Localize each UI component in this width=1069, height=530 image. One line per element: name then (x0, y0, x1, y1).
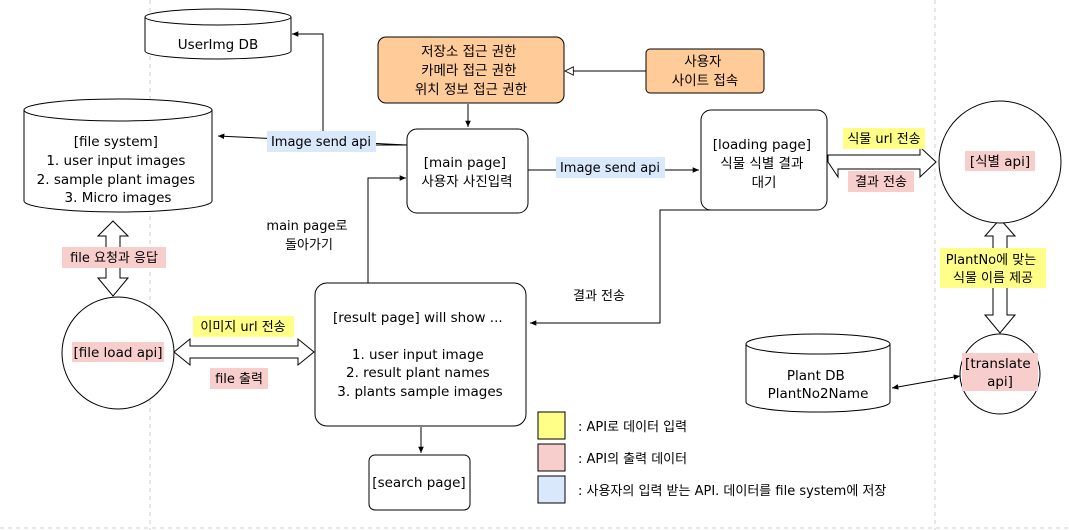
result-page-item: 2. result plant names (346, 365, 490, 381)
permission-location: 위치 정보 접근 권한 (415, 82, 527, 98)
legend-text: : 사용자의 입력 받는 API. 데이터를 file system에 저장 (578, 484, 886, 499)
svg-text:[main page] 사용자 사진입력: [main page] 사용자 사진입력 (421, 155, 512, 190)
file-system-title: [file system] (74, 134, 158, 150)
user-access-line: 사이트 접속 (672, 73, 738, 89)
main-page-node: [main page] 사용자 사진입력 (406, 128, 529, 214)
loading-page-title: [loading page] (713, 137, 811, 153)
loading-page-desc: 대기 (752, 175, 777, 191)
edge-label-result-send-mid: 결과 전송 (573, 289, 625, 304)
svg-text:[result page] will show ...: [result page] will show ... 1. user inpu… (333, 310, 507, 400)
legend-swatch-blue (537, 475, 566, 504)
loading-page-desc: 식물 식별 결과 (720, 156, 803, 172)
edge-label-file-request-response: file 요청과 응답 (70, 251, 158, 266)
file-load-api-node: [file load api] (61, 296, 175, 410)
identify-api-label: [식별 api] (970, 154, 1030, 170)
user-access-line: 사용자 (684, 54, 722, 70)
search-page-label: [search page] (372, 475, 465, 491)
main-page-title: [main page] (424, 155, 506, 171)
file-system-line: 1. user input images (46, 153, 185, 169)
result-page-item: 1. user input image (352, 347, 484, 363)
edge-label-image-url-send: 이미지 url 전송 (200, 320, 285, 335)
main-page-desc: 사용자 사진입력 (421, 174, 512, 190)
user-access-node: 사용자 사이트 접속 (645, 48, 765, 94)
edge-label-result-send-right: 결과 전송 (855, 175, 907, 190)
edge-file-load-result (173, 337, 315, 367)
result-page-title: [result page] will show ... (333, 310, 503, 326)
legend-swatch-yellow (537, 411, 566, 440)
permission-storage: 저장소 접근 권한 (421, 44, 517, 60)
svg-text:[file system] 1. user in: [file system] 1. user input images 2. sa… (37, 134, 200, 206)
edge-label-plant-url-send: 식물 url 전송 (847, 132, 920, 147)
permission-camera: 카메라 접근 권한 (421, 63, 517, 79)
edge-label-plantno-name: 식물 이름 제공 (953, 271, 1033, 286)
edge-loading-to-result (530, 209, 764, 326)
edge-label-image-send-api-right: Image send api (560, 161, 660, 176)
file-system-node: [file system] 1. user input images 2. sa… (23, 98, 213, 213)
legend-text: : API의 출력 데이터 (578, 452, 687, 467)
plant-db-table: PlantNo2Name (768, 386, 869, 402)
legend-swatch-pink (537, 443, 566, 472)
userimg-db-label: UserImg DB (178, 37, 258, 53)
svg-text:main page로 돌아가기: main page로 돌아가기 (266, 219, 351, 253)
edge-label-back-to-main: 돌아가기 (285, 238, 333, 253)
edge-loading-identify (827, 145, 937, 179)
plant-db-node: Plant DB PlantNo2Name (745, 333, 891, 413)
svg-text:저장소 접근 권한 카메라 접근 권한: 저장소 접근 권한 카메라 접근 권한 위치 정보 접근 권한 (415, 44, 527, 98)
result-page-item: 3. plants sample images (337, 384, 502, 400)
svg-text:PlantNo에 맞는 식물 이름 제공: PlantNo에 맞는 식물 이름 제공 (946, 253, 1041, 286)
loading-page-node: [loading page] 식물 식별 결과 대기 (700, 109, 828, 211)
edge-result-to-main (367, 175, 406, 283)
edge-label-image-send-api-left: Image send api (271, 135, 371, 150)
legend-text: : API로 데이터 입력 (578, 420, 687, 435)
edge-label-back-to-main: main page로 (266, 219, 347, 234)
edge-label-plantno-name: PlantNo에 맞는 (946, 253, 1036, 268)
file-system-line: 2. sample plant images (37, 172, 195, 188)
plant-db-title: Plant DB (787, 368, 845, 384)
translate-api-node: [translate api] (959, 333, 1041, 415)
permissions-node: 저장소 접근 권한 카메라 접근 권한 위치 정보 접근 권한 (377, 36, 565, 104)
legend: : API로 데이터 입력 : API의 출력 데이터 : 사용자의 입력 받는… (537, 411, 886, 504)
svg-text:사용자 사이트 접속: 사용자 사이트 접속 (672, 54, 738, 89)
svg-text:Plant DB PlantNo2Name: Plant DB PlantNo2Name (768, 368, 869, 402)
file-system-line: 3. Micro images (65, 190, 172, 206)
translate-api-line: [translate (965, 356, 1031, 372)
svg-text:[translate api]: [translate api] (965, 356, 1035, 390)
svg-text:[loading page] 식물 식별 결과: [loading page] 식물 식별 결과 대기 (713, 137, 816, 191)
userimg-db-node: UserImg DB (144, 8, 292, 60)
edge-label-file-output: file 출력 (215, 372, 263, 387)
search-page-node: [search page] (368, 454, 471, 511)
edge-plantdb-translate (891, 374, 961, 390)
file-load-api-label: [file load api] (73, 345, 162, 361)
translate-api-line: api] (987, 374, 1013, 390)
result-page-node: [result page] will show ... 1. user inpu… (314, 282, 527, 427)
identify-api-node: [식별 api] (938, 100, 1062, 224)
